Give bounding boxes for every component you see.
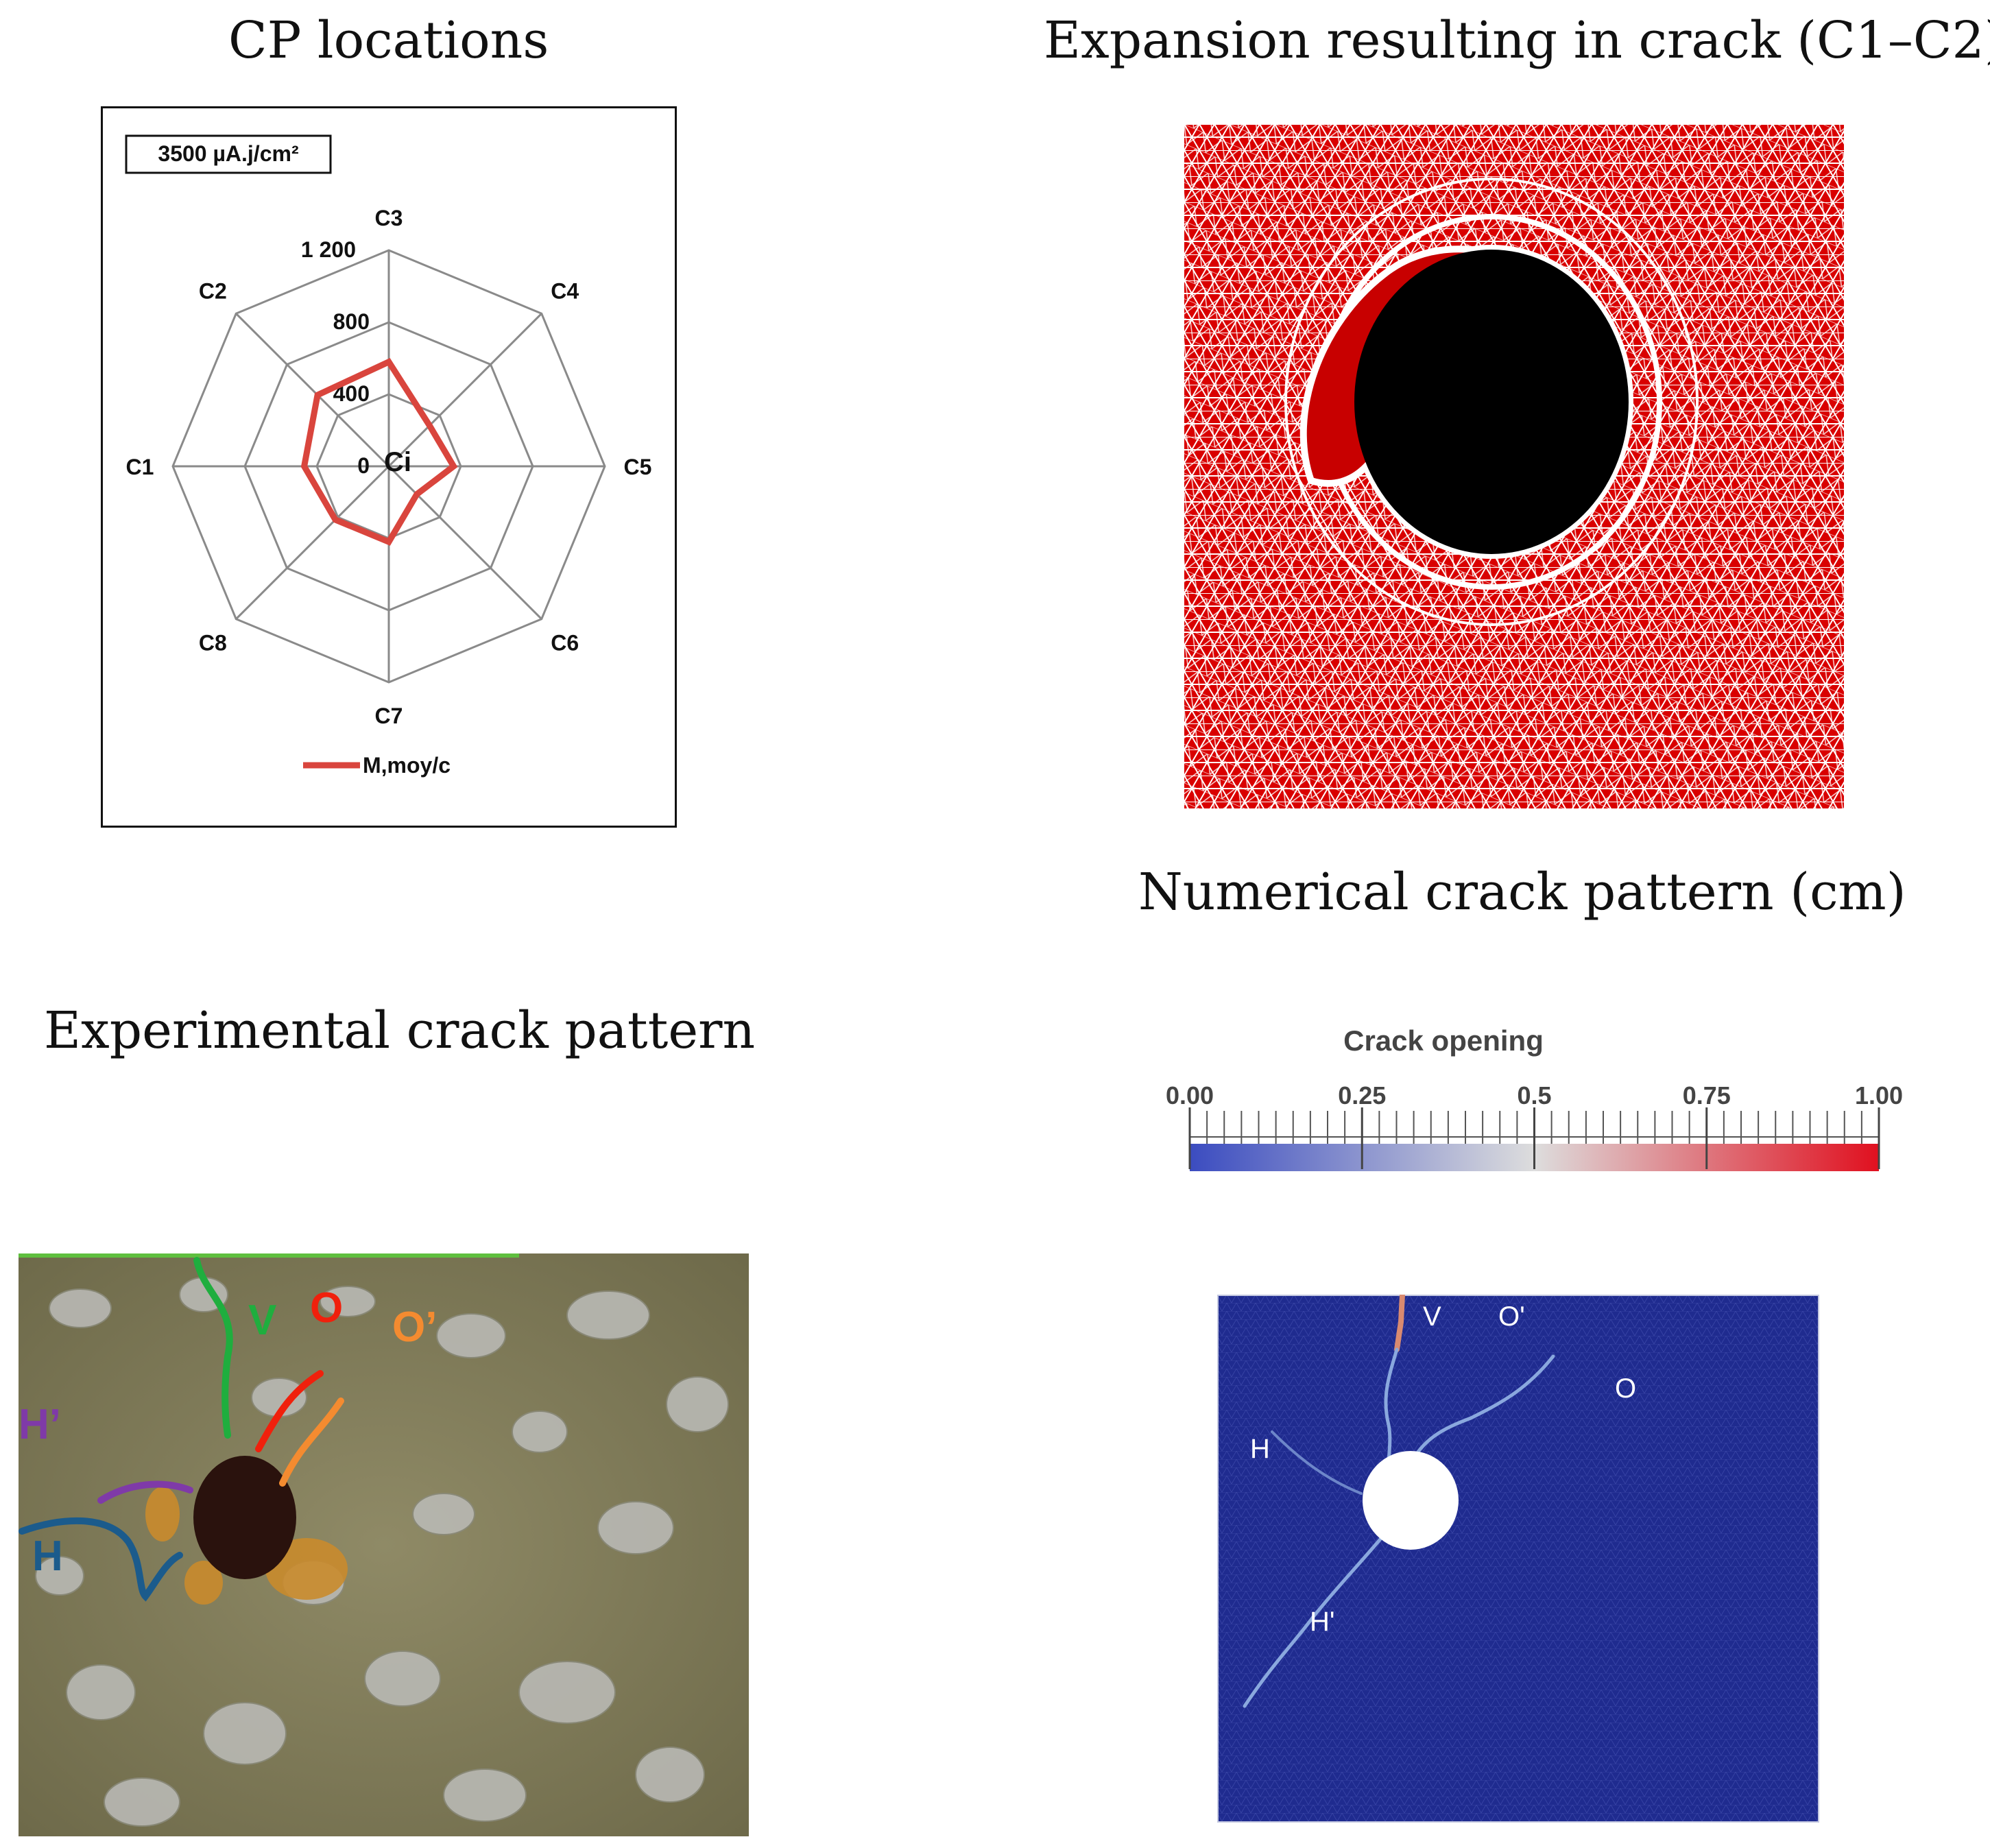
- label-o: O: [310, 1284, 343, 1332]
- experimental-photo-panel: V O O’ H’ H: [19, 1253, 749, 1836]
- legend-label: M,moy/c: [363, 753, 451, 778]
- radar-spoke: [235, 465, 390, 620]
- radar-category-label: C5: [624, 455, 652, 479]
- numerical-hole: [1363, 1451, 1459, 1550]
- num-label-o: O: [1615, 1373, 1636, 1404]
- radar-series-line: [300, 358, 458, 546]
- crack-lines: [19, 1257, 344, 1602]
- colorbar-tick-label: 0.00: [1166, 1081, 1214, 1109]
- radar-category-label: C3: [375, 206, 403, 230]
- radar-category-label: C7: [375, 704, 403, 728]
- title-experimental: Experimental crack pattern: [44, 1001, 756, 1060]
- rebar-section: [193, 1456, 296, 1579]
- radar-center-label: Ci: [384, 447, 411, 477]
- colorbar: Crack opening 0.00 0.25 0.5 0.75 1.00: [1166, 1024, 1903, 1171]
- radar-tick-label: 800: [333, 309, 370, 334]
- radar-category-label: C6: [551, 631, 579, 656]
- annotation-text: 3500 µA.j/cm²: [158, 141, 298, 166]
- numerical-pattern-panel: V O' O H H': [1216, 1292, 1821, 1824]
- numerical-pattern: V O' O H H': [1216, 1292, 1821, 1824]
- radar-category-label: C1: [126, 455, 154, 479]
- colorbar-panel: Crack opening 0.00 0.25 0.5 0.75 1.00: [1162, 1022, 1917, 1179]
- experimental-photo: V O O’ H’ H: [19, 1253, 749, 1836]
- numerical-labels: V O' O H H': [1250, 1301, 1636, 1637]
- title-expansion: Expansion resulting in crack (C1–C2): [1044, 11, 1990, 70]
- annotation-box: 3500 µA.j/cm²: [125, 134, 332, 174]
- crack-labels: V O O’ H’ H: [19, 1284, 437, 1580]
- title-cp-locations: CP locations: [228, 11, 549, 70]
- radar-spoke: [387, 465, 542, 620]
- radar-tick-label: 1 200: [301, 237, 356, 262]
- radar-tick-label: 0: [357, 453, 370, 478]
- label-h-prime: H’: [19, 1401, 61, 1448]
- radar-category-label: C2: [199, 278, 227, 303]
- numerical-background: [1216, 1293, 1821, 1824]
- expansion-mesh: [1184, 124, 1844, 808]
- radar-legend: M,moy/c: [303, 753, 451, 778]
- num-label-v: V: [1423, 1301, 1441, 1332]
- radar-spoke: [387, 313, 542, 468]
- colorbar-tick-label: 0.75: [1683, 1081, 1731, 1109]
- num-label-h: H: [1250, 1434, 1270, 1464]
- num-label-o-prime: O': [1498, 1301, 1525, 1332]
- label-o-prime: O’: [392, 1304, 437, 1351]
- colorbar-label: Crack opening: [1343, 1024, 1544, 1057]
- colorbar-tick-label: 1.00: [1855, 1081, 1903, 1109]
- radar-category-label: C4: [551, 278, 579, 303]
- inclusion-hole: [1354, 250, 1629, 554]
- num-label-h-prime: H': [1310, 1607, 1335, 1637]
- radar-category-label: C8: [199, 631, 227, 656]
- label-h: H: [32, 1533, 63, 1580]
- radar-spoke: [235, 313, 390, 468]
- expansion-mesh-panel: [1184, 124, 1844, 808]
- colorbar-tick-label: 0.5: [1517, 1081, 1551, 1109]
- colorbar-tick-label: 0.25: [1338, 1081, 1386, 1109]
- label-v: V: [248, 1297, 276, 1344]
- title-numerical: Numerical crack pattern (cm): [1138, 863, 1906, 922]
